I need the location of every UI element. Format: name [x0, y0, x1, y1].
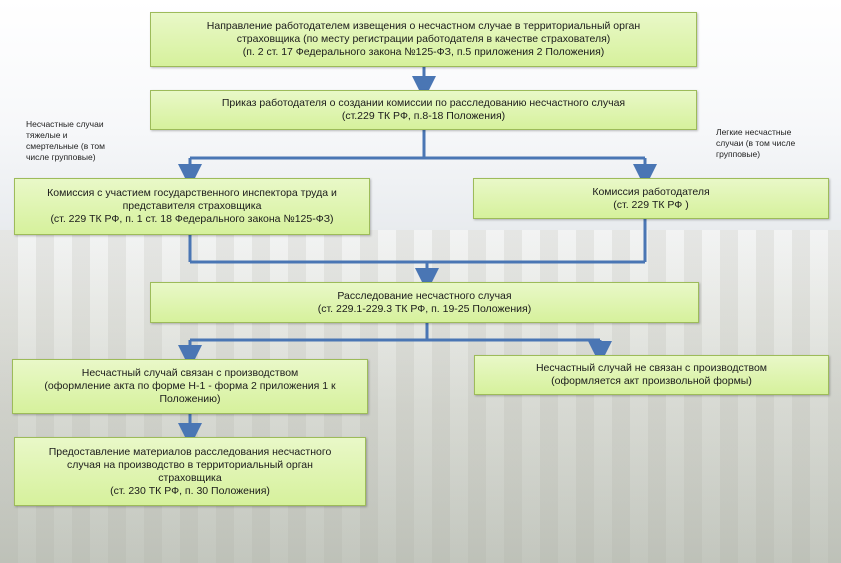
box-notification-line2: страховщика (по месту регистрации работо…: [236, 33, 611, 45]
box-submit-materials: Предоставление материалов расследования …: [14, 437, 366, 506]
box-investigation-line2: (ст. 229.1-229.3 ТК РФ, п. 19-25 Положен…: [317, 302, 532, 315]
note-light-cases: Легкие несчастные случаи (в том числе гр…: [716, 127, 826, 160]
note-light-line1: Легкие несчастные: [716, 127, 792, 137]
box-submit-materials-line1: Предоставление материалов расследования …: [48, 445, 332, 458]
box-submit-materials-line4: (ст. 230 ТК РФ, п. 30 Положения): [110, 484, 270, 497]
box-inspector-commission-line1: Комиссия с участием государственного инс…: [47, 187, 337, 199]
box-commission-order-line2: (ст.229 ТК РФ, п.8-18 Положения): [341, 110, 506, 122]
box-submit-materials-line3: страховщика: [158, 471, 222, 484]
box-inspector-commission-line2: представителя страховщика: [122, 200, 262, 212]
box-work-related: Несчастный случай связан с производством…: [12, 359, 368, 414]
box-investigation: Расследование несчастного случая (ст. 22…: [150, 282, 699, 323]
note-severe-line4: числе групповые): [26, 152, 96, 162]
box-notification-line1: Направление работодателем извещения о не…: [206, 20, 641, 32]
box-commission-order: Приказ работодателя о создании комиссии …: [150, 90, 697, 130]
box-employer-commission: Комиссия работодателя (ст. 229 ТК РФ ): [473, 178, 829, 219]
box-submit-materials-line2: случая на производство в территориальный…: [67, 458, 313, 471]
note-severe-line3b: том: [90, 141, 105, 151]
box-work-related-line3: Положению): [159, 393, 221, 405]
box-inspector-commission-line3: (ст. 229 ТК РФ, п. 1 ст. 18 Федерального…: [50, 213, 334, 225]
note-severe-line3a: смертельные (в: [26, 141, 89, 151]
box-not-work-related: Несчастный случай не связан с производст…: [474, 355, 829, 395]
note-light-line3: групповые): [716, 149, 761, 159]
box-work-related-line2: (оформление акта по форме Н-1 - форма 2 …: [44, 380, 336, 392]
note-severe-line1: Несчастные случаи: [26, 119, 104, 129]
box-employer-commission-line1: Комиссия работодателя: [592, 185, 710, 198]
box-not-work-related-line1: Несчастный случай не связан с производст…: [535, 362, 768, 374]
box-work-related-line1: Несчастный случай связан с производством: [81, 367, 299, 379]
box-employer-commission-line2: (ст. 229 ТК РФ ): [613, 198, 689, 211]
note-severe-cases: Несчастные случаи тяжелые и смертельные …: [26, 119, 138, 163]
box-notification: Направление работодателем извещения о не…: [150, 12, 697, 67]
box-commission-order-line1: Приказ работодателя о создании комиссии …: [221, 97, 626, 109]
note-severe-line2: тяжелые и: [26, 130, 68, 140]
box-not-work-related-line2: (оформляется акт произвольной формы): [551, 375, 752, 387]
box-inspector-commission: Комиссия с участием государственного инс…: [14, 178, 370, 235]
note-severe-line3: смертельные (в том: [26, 141, 138, 152]
note-light-line2: случаи (в том числе: [716, 138, 796, 148]
box-notification-line3: (п. 2 ст. 17 Федерального закона №125-ФЗ…: [242, 46, 605, 58]
box-investigation-line1: Расследование несчастного случая: [337, 289, 512, 302]
